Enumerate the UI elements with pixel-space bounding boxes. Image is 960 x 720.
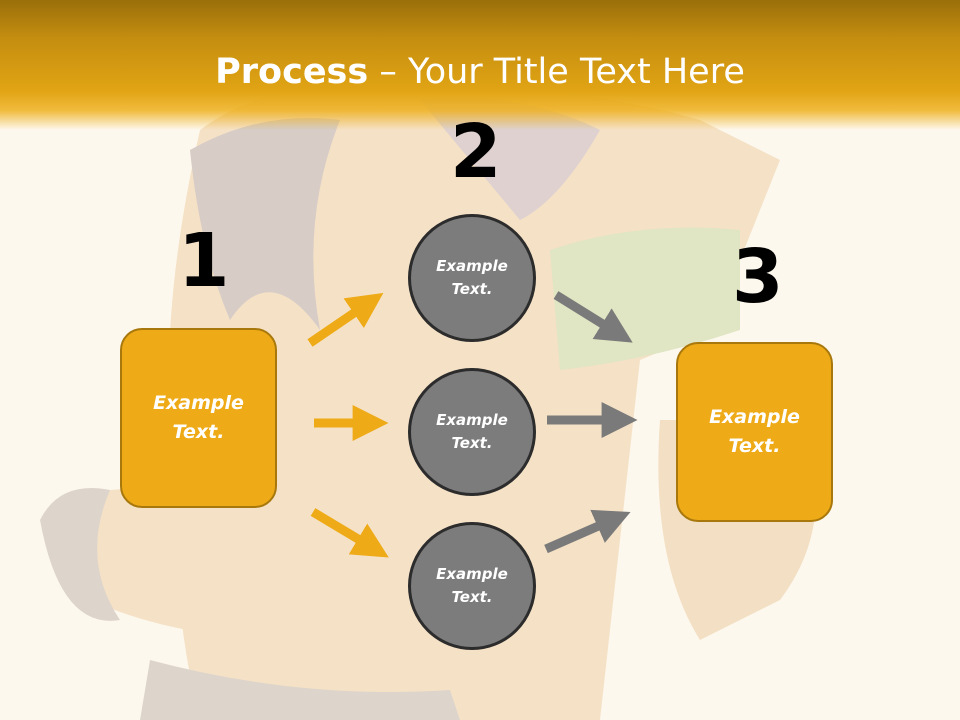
start-box: Example Text. <box>120 328 277 508</box>
title-rest: – Your Title Text Here <box>368 52 745 92</box>
step-number-2: 2 <box>450 109 502 195</box>
step-number-1: 1 <box>178 218 230 304</box>
end-box-text: Example Text. <box>709 406 800 457</box>
circle-top-text: Example Text. <box>436 257 508 298</box>
circle-middle-text: Example Text. <box>436 411 508 452</box>
step-number-3: 3 <box>732 234 784 320</box>
title-bold: Process <box>215 52 369 92</box>
process-circle-bottom: Example Text. <box>408 522 536 650</box>
arrow-start-to-top <box>307 292 384 347</box>
arrow-top-to-end <box>553 291 633 343</box>
process-circle-middle: Example Text. <box>408 368 536 496</box>
start-box-text: Example Text. <box>153 392 244 443</box>
end-box: Example Text. <box>676 342 833 522</box>
circle-bottom-text: Example Text. <box>436 565 508 606</box>
arrow-start-to-bottom <box>310 508 389 558</box>
process-circle-top: Example Text. <box>408 214 536 342</box>
arrow-bottom-to-end <box>544 509 631 554</box>
page-title: Process – Your Title Text Here <box>0 52 960 92</box>
title-bar <box>0 0 960 130</box>
